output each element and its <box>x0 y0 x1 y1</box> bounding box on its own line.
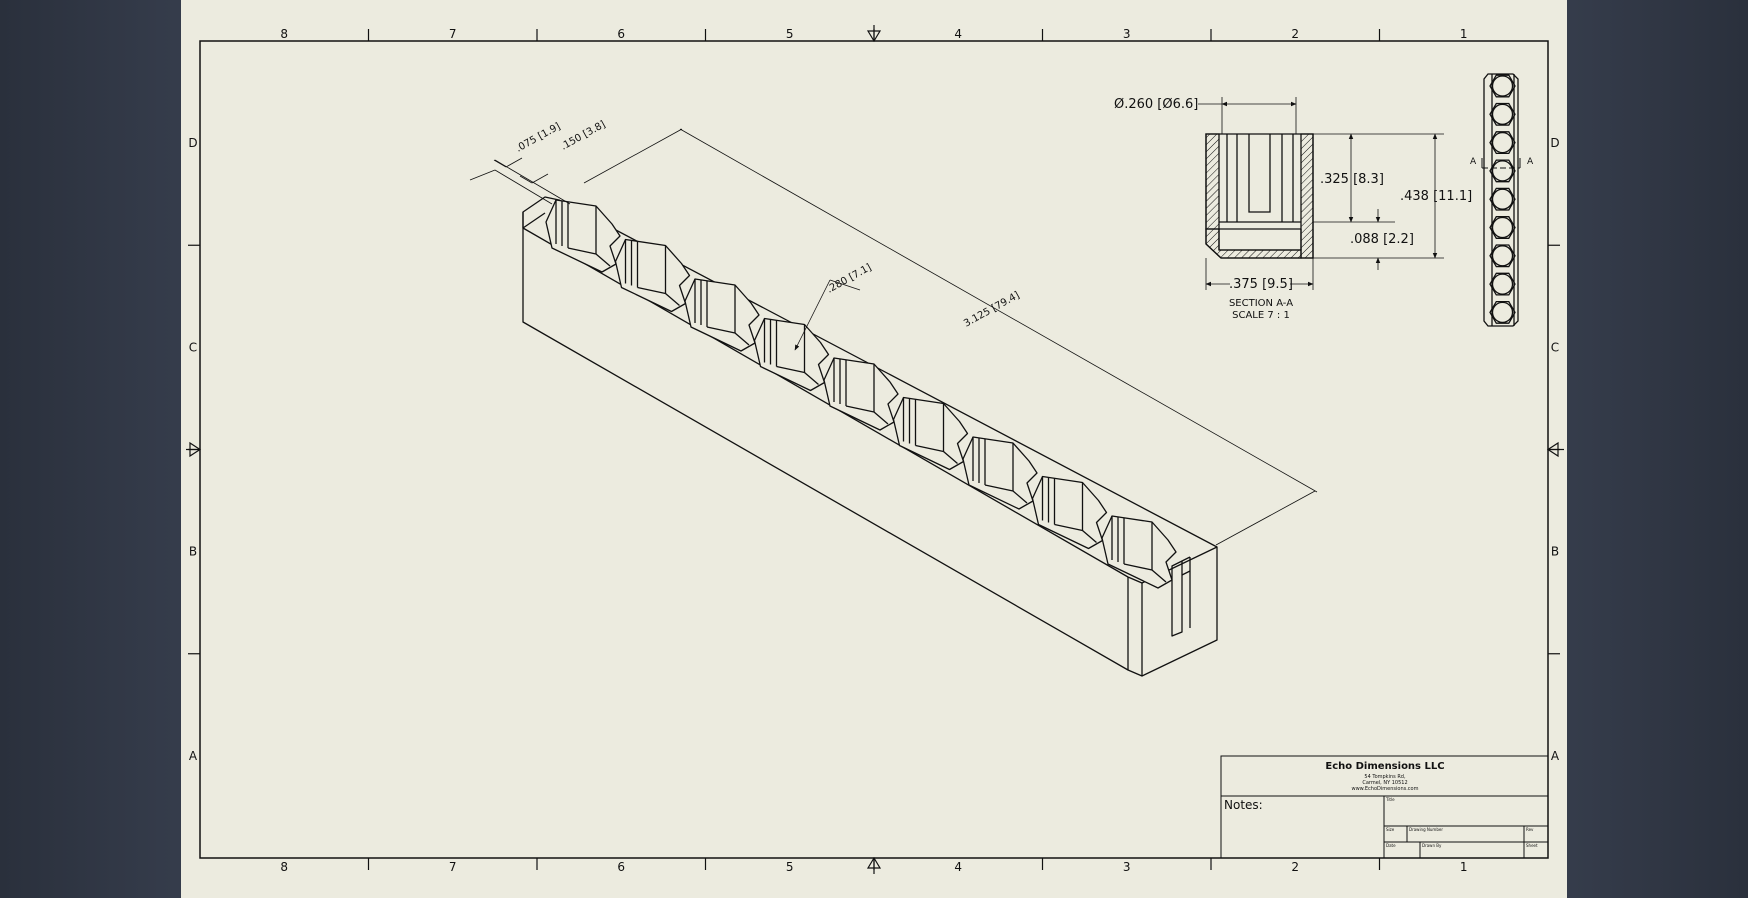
zone-column-label: 6 <box>617 27 625 41</box>
section-mark-left: A <box>1470 157 1477 167</box>
zone-row-label: B <box>1551 545 1559 559</box>
iso-pocket <box>823 357 899 431</box>
iso-pocket <box>684 278 760 352</box>
zone-column-label: 3 <box>1123 27 1131 41</box>
iso-hex-pockets <box>545 199 1177 589</box>
company-address-2: Carmel, NY 10512 <box>1362 780 1407 786</box>
zone-row-label: D <box>188 136 197 150</box>
section-dimensions <box>1198 97 1444 290</box>
zone-column-label: 4 <box>954 860 962 874</box>
top-view-hole <box>1491 301 1514 324</box>
top-view-hole <box>1491 245 1514 267</box>
top-view-hex <box>1489 102 1516 126</box>
zone-row-label: A <box>189 749 198 763</box>
top-view-hex <box>1489 244 1516 268</box>
top-view-hole <box>1491 216 1514 239</box>
zone-row-label: A <box>1551 749 1560 763</box>
iso-pocket <box>753 317 830 392</box>
zone-column-label: 1 <box>1460 27 1468 41</box>
zone-column-label: 4 <box>954 27 962 41</box>
top-view-hex <box>1489 74 1516 98</box>
dim-total-height: .438 [11.1] <box>1400 189 1472 204</box>
zone-column-label: 7 <box>449 860 457 874</box>
iso-pocket <box>1031 475 1108 550</box>
zone-column-label: 6 <box>617 860 625 874</box>
top-view-hex <box>1489 272 1516 296</box>
top-view-hole <box>1491 75 1514 97</box>
top-view-labels: A A <box>1470 157 1534 167</box>
section-mark-right: A <box>1527 157 1534 167</box>
zone-column-label: 5 <box>786 27 794 41</box>
dim-width: .375 [9.5] <box>1229 277 1293 292</box>
section-scale: SCALE 7 : 1 <box>1232 310 1290 321</box>
date-label: Date <box>1386 843 1396 848</box>
company-website: www.EchoDimensions.com <box>1352 786 1419 792</box>
title-block-text: Echo Dimensions LLC 54 Tompkins Rd, Carm… <box>1224 761 1538 848</box>
top-view-hole <box>1491 103 1514 125</box>
top-view-hole <box>1491 188 1514 210</box>
zone-column-label: 8 <box>280 860 288 874</box>
iso-pocket <box>892 396 969 471</box>
title-block <box>1220 755 1549 859</box>
zone-column-label: 3 <box>1123 860 1131 874</box>
title-label: Title <box>1385 797 1395 802</box>
top-view-hex <box>1489 159 1516 183</box>
company-address-1: 54 Tompkins Rd, <box>1364 774 1406 780</box>
dim-hole-dia: Ø.260 [Ø6.6] <box>1114 97 1198 112</box>
zone-column-label: 7 <box>449 27 457 41</box>
top-view-hex <box>1489 300 1516 324</box>
zone-row-label: D <box>1550 136 1559 150</box>
zone-row-label: C <box>189 340 197 354</box>
zone-column-label: 2 <box>1291 860 1299 874</box>
top-view-hex <box>1489 216 1516 239</box>
top-view-hex <box>1489 187 1516 211</box>
dim-floor: .088 [2.2] <box>1350 232 1414 247</box>
company-name: Echo Dimensions LLC <box>1325 761 1444 772</box>
drawing-number-label: Drawing Number <box>1409 827 1443 832</box>
drawn-by-label: Drawn By <box>1422 843 1442 848</box>
section-view <box>1205 133 1314 259</box>
zone-column-label: 8 <box>280 27 288 41</box>
sheet-label: Sheet <box>1526 843 1538 848</box>
top-view <box>1481 73 1521 327</box>
top-view-hole <box>1491 131 1514 154</box>
isometric-view <box>522 196 1218 677</box>
zone-row-label: B <box>189 545 197 559</box>
section-labels: Ø.260 [Ø6.6] .325 [8.3] .438 [11.1] .088… <box>1114 97 1472 321</box>
top-view-hole <box>1491 160 1514 182</box>
iso-pocket <box>545 199 621 273</box>
zone-row-label: C <box>1551 340 1559 354</box>
size-label: Size <box>1386 827 1395 832</box>
iso-dimensions <box>469 128 1318 546</box>
rev-label: Rev <box>1526 827 1534 832</box>
section-title: SECTION A-A <box>1229 298 1293 309</box>
iso-pocket <box>1101 515 1177 589</box>
zone-column-label: 5 <box>786 860 794 874</box>
top-view-hole <box>1491 273 1514 295</box>
notes-label: Notes: <box>1224 798 1263 812</box>
zone-column-label: 1 <box>1460 860 1468 874</box>
dim-slot-depth: .325 [8.3] <box>1320 172 1384 187</box>
zone-column-label: 2 <box>1291 27 1299 41</box>
top-view-hexes <box>1489 74 1516 324</box>
iso-pocket <box>962 436 1038 510</box>
centering-marks <box>186 25 1564 874</box>
top-view-hex <box>1489 131 1516 155</box>
iso-pocket <box>614 238 691 313</box>
